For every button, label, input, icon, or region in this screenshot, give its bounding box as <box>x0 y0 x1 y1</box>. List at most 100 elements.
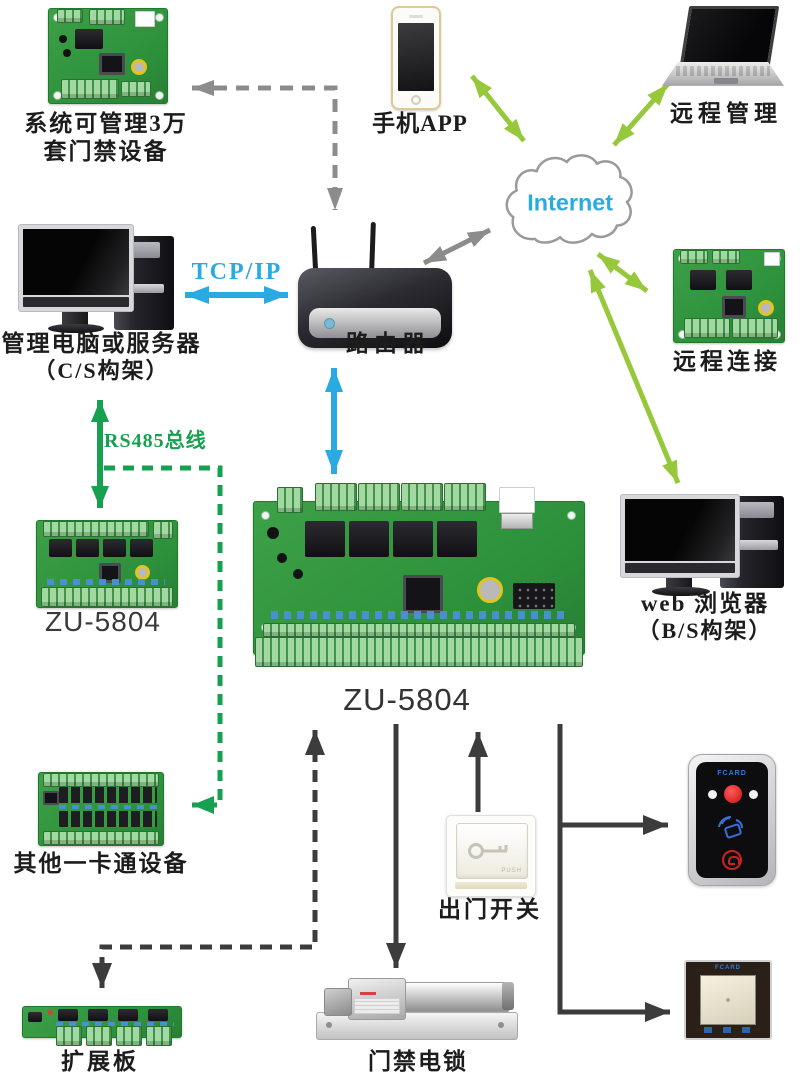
relay-block <box>305 521 345 557</box>
card-reader: FCARD <box>688 754 776 886</box>
led-dot <box>708 790 717 799</box>
ethernet-port <box>501 513 533 529</box>
ethernet-sticker <box>499 487 535 513</box>
router-led <box>324 318 335 329</box>
internet-label: Internet <box>527 190 613 216</box>
smartphone <box>391 6 441 110</box>
monitor-screen <box>625 499 735 562</box>
doorbell-icon <box>722 850 742 870</box>
component-row <box>56 1022 174 1026</box>
zu5804-left-board <box>36 520 178 608</box>
computer-monitor <box>620 494 740 578</box>
laptop-label: 远程管理 <box>670 101 782 126</box>
capacitor <box>277 553 287 563</box>
mount-hole <box>567 511 576 520</box>
laptop-base <box>662 62 784 86</box>
terminal-block <box>86 1026 112 1046</box>
terminal-block <box>43 831 159 845</box>
internet-cloud: Internet <box>505 154 633 244</box>
web-browser-label-line2: （B/S构架） <box>637 618 773 644</box>
relay-block <box>75 29 103 49</box>
capacitor <box>59 35 67 43</box>
led-red <box>48 1010 53 1015</box>
phone-screen <box>398 23 434 91</box>
computer-monitor <box>18 224 134 312</box>
reader-brand: FCARD <box>715 965 741 971</box>
switch-strip <box>455 882 527 889</box>
reader-icon <box>704 1027 712 1033</box>
sys-board-label-line2: 套门禁设备 <box>43 139 169 165</box>
terminal-block <box>57 9 83 23</box>
push-text: PUSH <box>501 868 522 874</box>
server-label-line1: 管理电脑或服务器 <box>1 331 202 356</box>
web-browser-computer <box>620 490 788 596</box>
capacitor <box>63 49 71 57</box>
terminal-block <box>680 250 708 264</box>
web-browser-label-line1: web 浏览器 <box>640 591 770 616</box>
component-row <box>59 805 157 809</box>
server-label: 管理电脑或服务器 （C/S构架） <box>0 330 209 385</box>
monitor-bezel <box>625 563 735 573</box>
reader-icon <box>742 1027 750 1033</box>
pin-header <box>513 583 555 609</box>
relay-block <box>726 270 752 290</box>
terminal-block <box>401 483 443 511</box>
terminal-block <box>358 483 400 511</box>
relay-block <box>393 521 433 557</box>
monitor-screen <box>23 229 129 295</box>
exit-switch-button: PUSH <box>456 823 528 879</box>
buzzer <box>477 577 503 603</box>
tower-drive <box>730 540 778 550</box>
management-computer <box>18 224 180 336</box>
other-card-board <box>38 772 164 846</box>
terminal-block <box>315 483 357 511</box>
lock-sticker <box>354 998 400 1014</box>
screw-hole <box>498 1022 504 1028</box>
relay-block <box>118 1009 138 1021</box>
relay-block <box>148 1009 168 1021</box>
mount-hole <box>155 91 164 100</box>
reader-icon <box>723 1027 731 1033</box>
sys-capacity-board <box>48 8 168 104</box>
doorbell-glyph <box>728 856 740 864</box>
ethernet-port <box>135 11 155 27</box>
monitor-base <box>48 324 104 333</box>
terminal-block <box>263 623 575 637</box>
terminal-block <box>146 1026 172 1046</box>
other-card-label: 其他一卡通设备 <box>13 851 189 876</box>
monitor-stand <box>666 578 692 589</box>
sys-board-label: 系统可管理3万 套门禁设备 <box>0 110 212 166</box>
mcu-chip <box>99 53 125 75</box>
ethernet-port <box>764 252 780 266</box>
relay-block <box>690 270 716 290</box>
remote-board-label: 远程连接 <box>673 349 781 374</box>
mcu-chip <box>403 575 443 613</box>
lock-plate <box>316 1012 518 1040</box>
terminal-block <box>61 79 119 99</box>
mcu-chip <box>43 791 59 805</box>
terminal-block <box>153 521 173 539</box>
laptop-touchpad <box>714 78 738 84</box>
remote-connect-board <box>673 249 785 343</box>
exit-switch: PUSH <box>446 815 536 897</box>
mount-hole <box>261 511 270 520</box>
terminal-block <box>116 1026 142 1046</box>
expansion-board <box>22 1006 182 1050</box>
terminal-block <box>121 81 151 97</box>
relay-block <box>437 521 477 557</box>
door-lock-label: 门禁电锁 <box>368 1049 468 1074</box>
rs485-label: RS485总线 <box>104 430 207 452</box>
lock-indicator <box>360 992 376 995</box>
buzzer <box>131 59 147 75</box>
relay-block <box>76 539 99 557</box>
buzzer <box>135 565 150 580</box>
relay-block <box>28 1012 42 1022</box>
mcu-chip <box>722 296 746 318</box>
tower-drive <box>122 284 164 293</box>
key-icon <box>468 843 508 859</box>
scan-dot <box>726 998 730 1002</box>
router-label: 路由器 <box>346 331 430 356</box>
led-dot <box>749 790 758 799</box>
server-label-line2: （C/S构架） <box>33 358 170 384</box>
